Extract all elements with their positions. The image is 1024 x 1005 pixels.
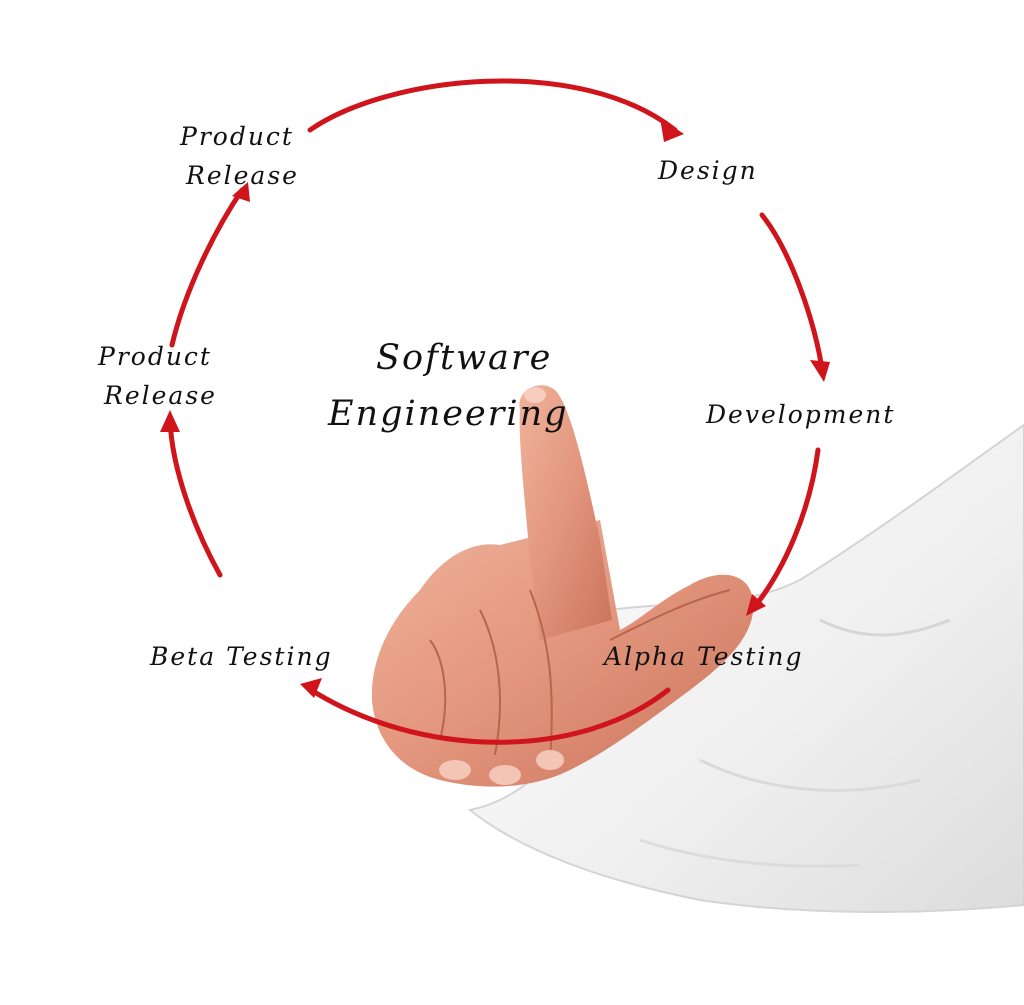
stage-beta-testing: Beta Testing	[150, 638, 333, 677]
arrow-alpha-to-beta	[305, 685, 671, 745]
arrowhead-beta	[300, 678, 322, 698]
arrowhead-alpha	[746, 594, 766, 616]
stage-design-label: Design	[658, 156, 758, 185]
stage-product-release-lower-line2: Release	[104, 380, 217, 410]
pointing-hand	[371, 385, 754, 787]
stage-development-label: Development	[706, 400, 896, 429]
arrowhead-development	[810, 360, 830, 382]
stage-product-release-lower: Product Release	[98, 338, 217, 416]
stage-product-release-upper: Product Release	[180, 118, 299, 196]
arrowhead-design	[660, 118, 684, 142]
stage-product-release-upper-line2: Release	[186, 160, 299, 190]
arrow-release-to-release	[169, 187, 245, 348]
stage-alpha-testing: Alpha Testing	[604, 638, 804, 677]
diagram-title: Software Engineering	[328, 330, 569, 442]
stage-product-release-upper-line1: Product	[180, 122, 294, 151]
arrowhead-release-lower	[160, 410, 180, 432]
arrowhead-release-upper	[232, 182, 250, 202]
title-line2: Engineering	[328, 394, 569, 434]
arrow-design-to-development	[759, 212, 826, 378]
stage-alpha-testing-label: Alpha Testing	[604, 642, 804, 671]
arrow-beta-to-release	[167, 417, 223, 578]
stage-design: Design	[658, 152, 758, 191]
shirt-sleeve	[467, 423, 1024, 913]
arrow-development-to-alpha	[749, 447, 821, 613]
stage-development: Development	[706, 396, 895, 435]
stage-product-release-lower-line1: Product	[98, 342, 212, 371]
title-line1: Software	[376, 338, 553, 378]
arrow-release-to-design	[307, 78, 678, 133]
stage-beta-testing-label: Beta Testing	[150, 642, 333, 671]
